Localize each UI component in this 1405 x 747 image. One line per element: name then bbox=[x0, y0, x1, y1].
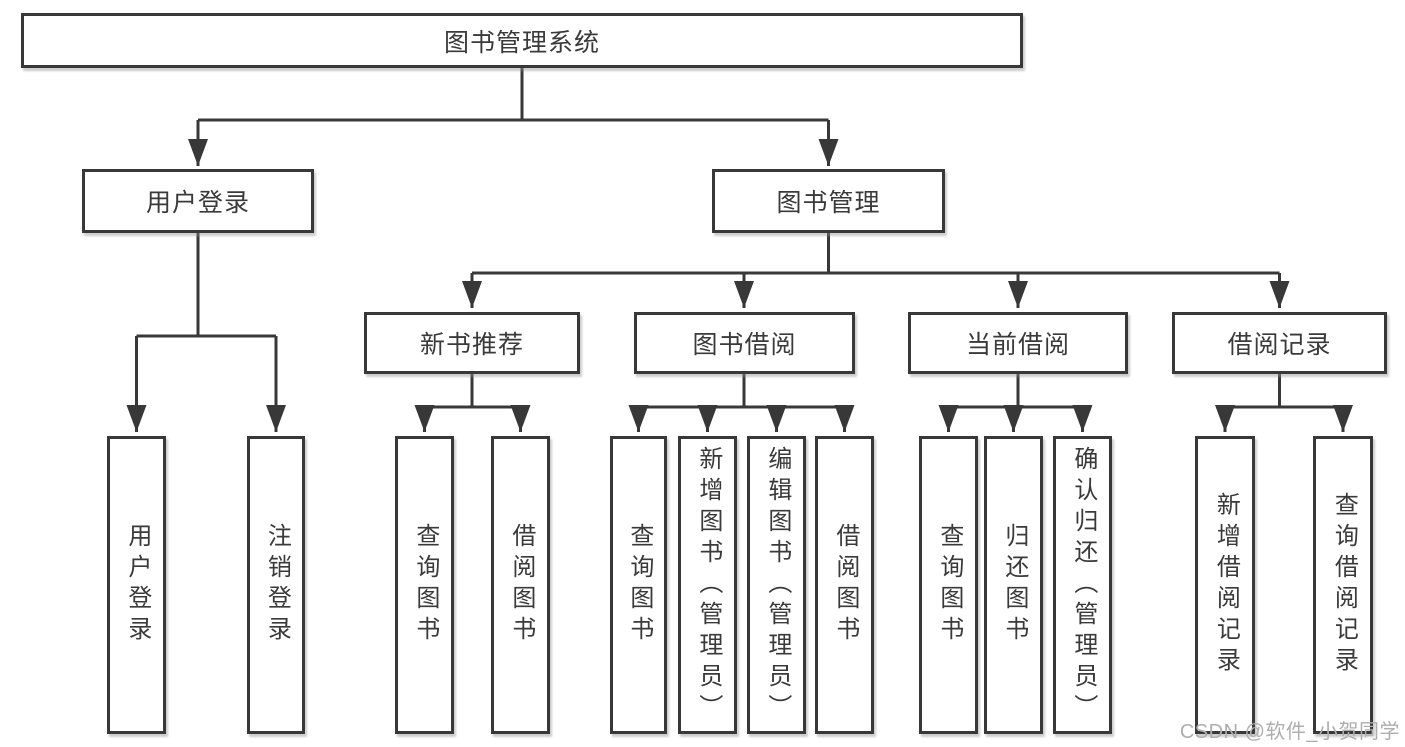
node-book-borrowing: 图书借阅 bbox=[634, 312, 855, 374]
node-borrowing-records: 借阅记录 bbox=[1172, 312, 1387, 374]
node-label: 新增图书（管理员） bbox=[694, 445, 722, 725]
node-label: 归还图书 bbox=[1000, 523, 1028, 647]
leaf-nb-query-books: 查询图书 bbox=[395, 436, 454, 734]
leaf-cb-return-books: 归还图书 bbox=[984, 436, 1043, 734]
node-label: 用户登录 bbox=[145, 189, 250, 217]
node-label: 当前借阅 bbox=[965, 331, 1070, 359]
node-library-system: 图书管理系统 bbox=[21, 13, 1023, 68]
leaf-user-login: 用户登录 bbox=[107, 436, 166, 734]
node-label: 用户登录 bbox=[123, 523, 151, 647]
node-label: 图书借阅 bbox=[692, 331, 797, 359]
leaf-bb-borrow-books: 借阅图书 bbox=[815, 436, 874, 734]
leaf-cb-query-books: 查询图书 bbox=[919, 436, 978, 734]
node-label: 查询图书 bbox=[625, 523, 653, 647]
node-label: 图书管理系统 bbox=[443, 28, 600, 57]
leaf-cb-confirm-return-admin: 确认归还（管理员） bbox=[1053, 436, 1112, 734]
leaf-br-add-record: 新增借阅记录 bbox=[1195, 436, 1255, 734]
node-label: 新增借阅记录 bbox=[1212, 492, 1240, 678]
node-new-book-recommendation: 新书推荐 bbox=[364, 312, 580, 374]
node-book-management: 图书管理 bbox=[712, 169, 945, 233]
node-label: 注销登录 bbox=[263, 523, 291, 647]
node-label: 编辑图书（管理员） bbox=[763, 445, 791, 725]
node-label: 借阅图书 bbox=[831, 523, 859, 647]
node-label: 新书推荐 bbox=[419, 331, 524, 359]
leaf-bb-edit-books-admin: 编辑图书（管理员） bbox=[747, 436, 806, 734]
leaf-logout: 注销登录 bbox=[247, 436, 305, 734]
node-label: 图书管理 bbox=[776, 189, 881, 217]
leaf-br-query-record: 查询借阅记录 bbox=[1313, 436, 1373, 734]
node-label: 借阅记录 bbox=[1227, 331, 1332, 359]
node-label: 确认归还（管理员） bbox=[1069, 445, 1097, 725]
node-label: 查询借阅记录 bbox=[1330, 492, 1358, 678]
leaf-bb-query-books: 查询图书 bbox=[610, 436, 667, 734]
leaf-bb-add-books-admin: 新增图书（管理员） bbox=[678, 436, 737, 734]
node-user-login-group: 用户登录 bbox=[82, 169, 314, 233]
node-label: 借阅图书 bbox=[507, 523, 535, 647]
node-current-borrowing: 当前借阅 bbox=[908, 312, 1128, 374]
node-label: 查询图书 bbox=[411, 523, 439, 647]
leaf-nb-borrow-books: 借阅图书 bbox=[491, 436, 550, 734]
node-label: 查询图书 bbox=[935, 523, 963, 647]
watermark: CSDN @软件_小贺同学 bbox=[1179, 721, 1400, 743]
